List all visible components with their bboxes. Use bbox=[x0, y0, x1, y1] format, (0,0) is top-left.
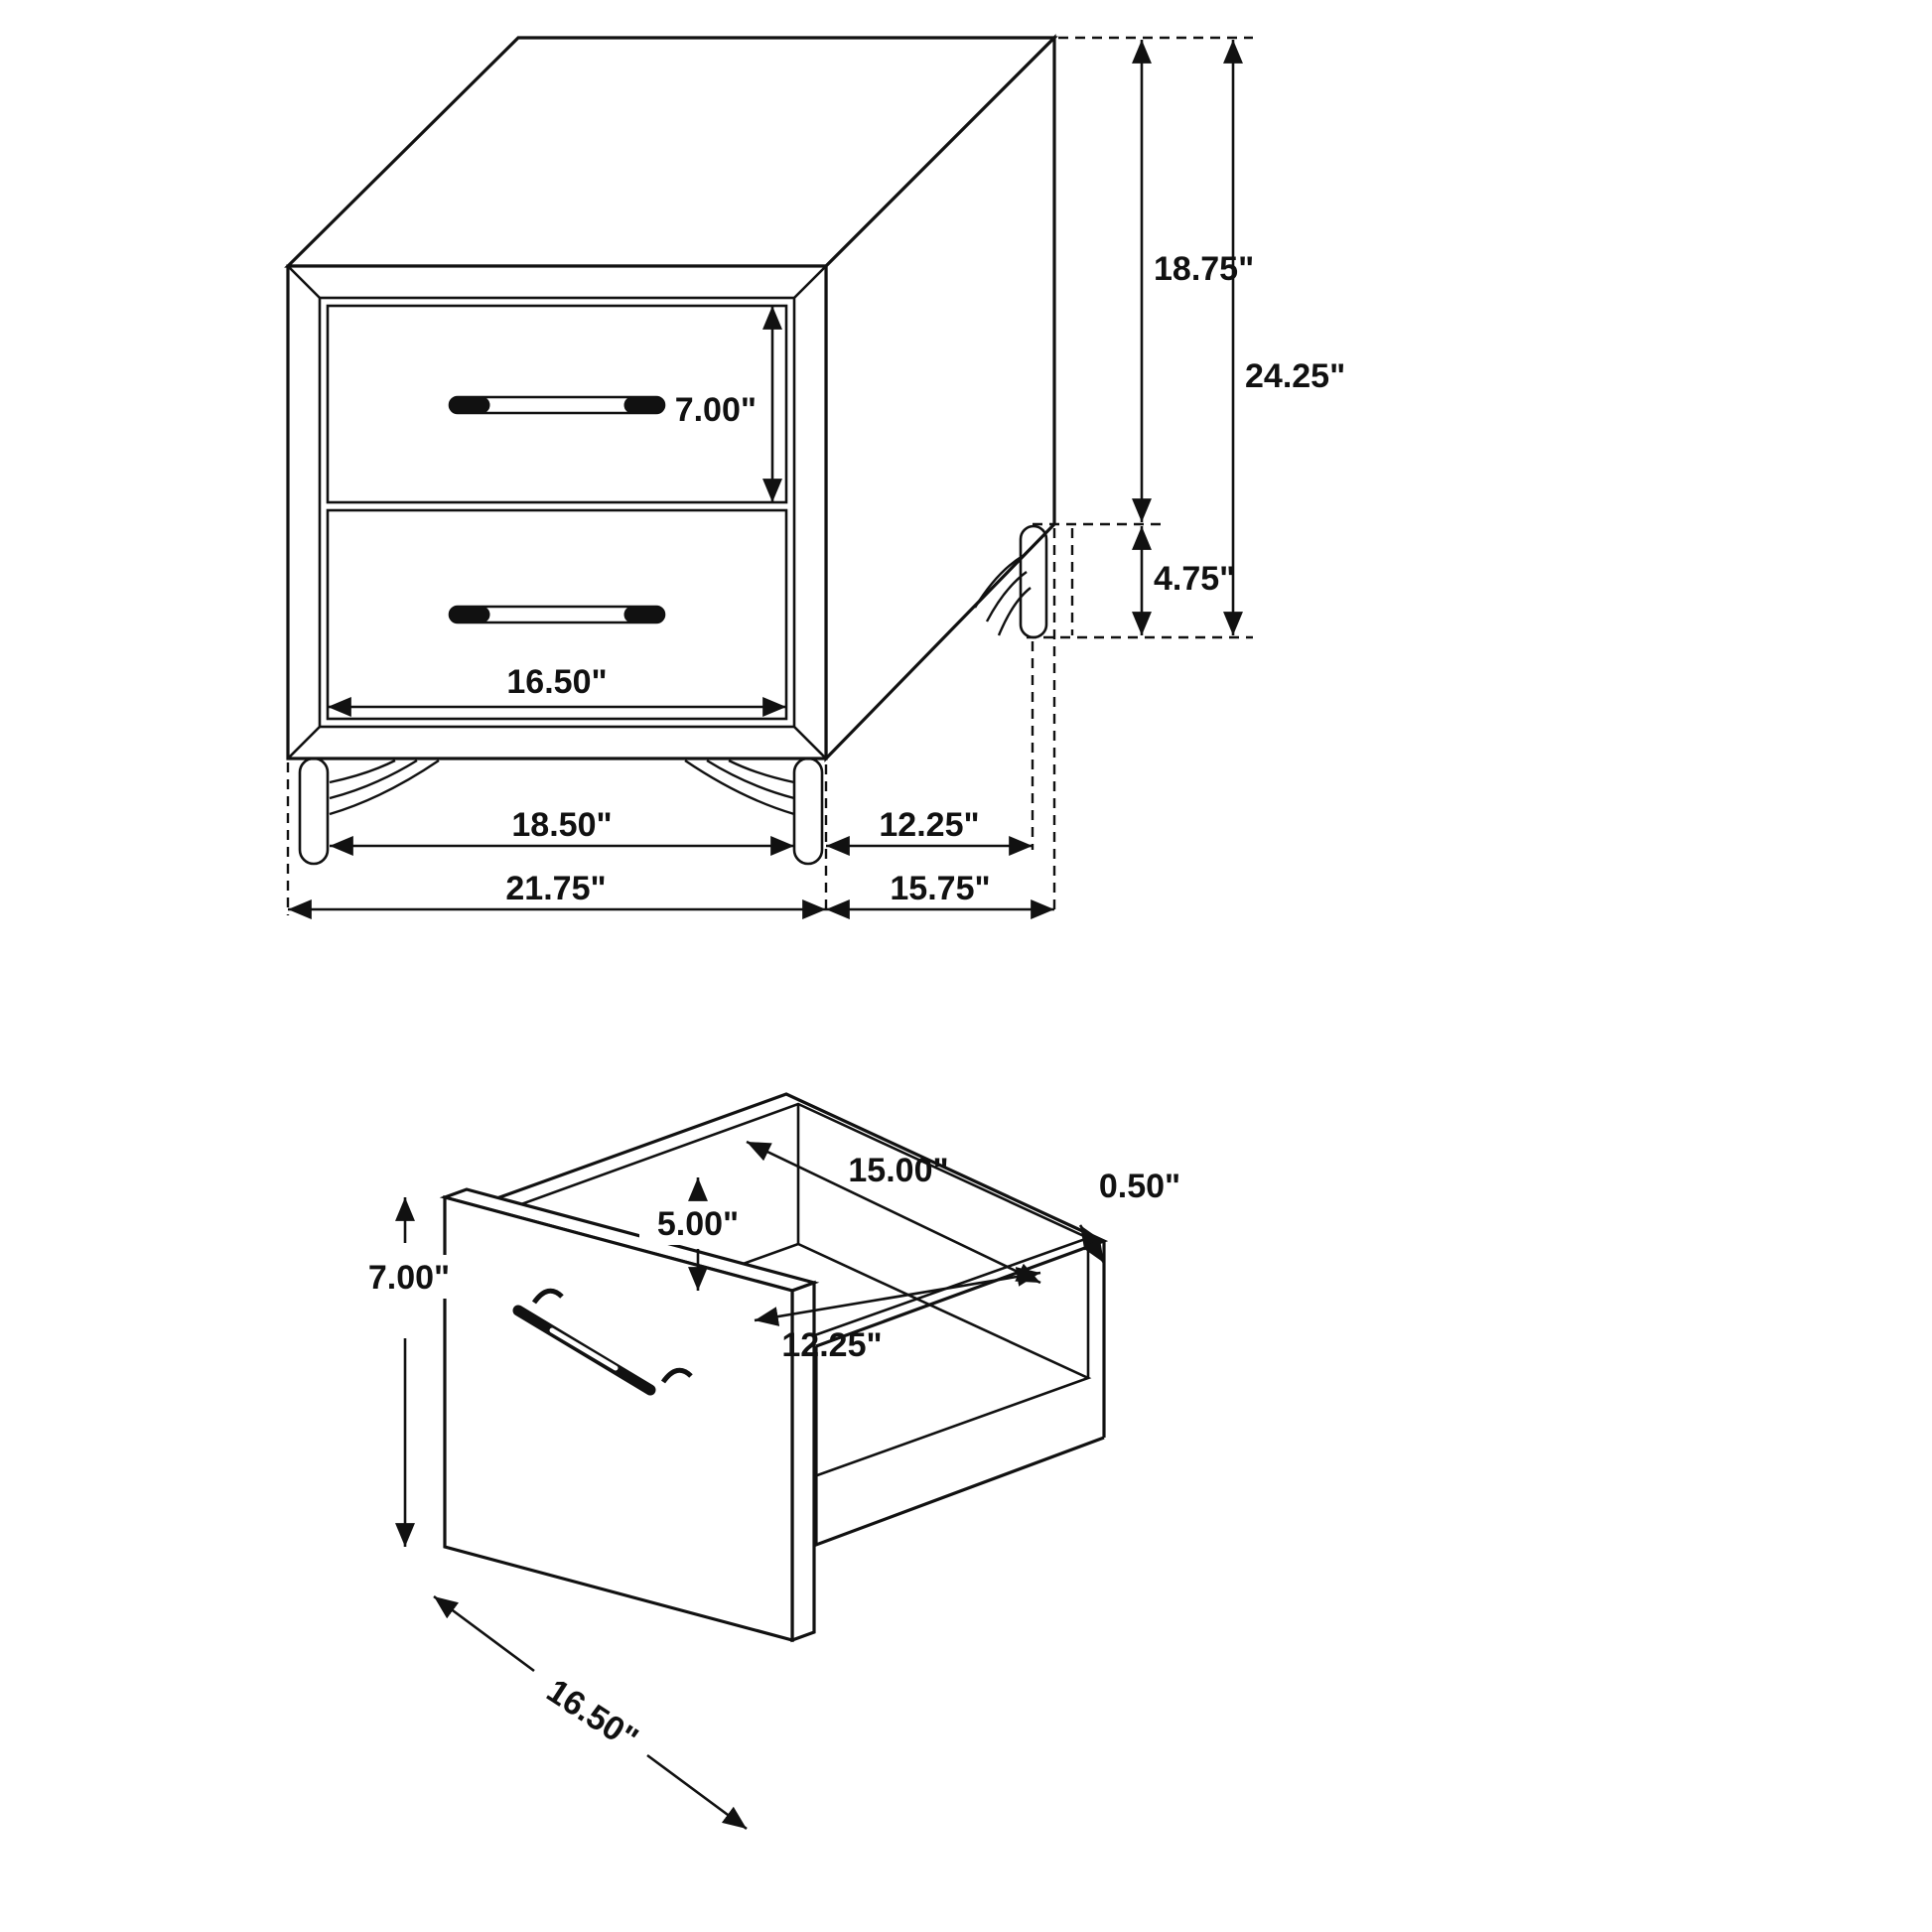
dim-label-front-height: 7.00" bbox=[368, 1259, 450, 1297]
dim-line-side-thickness bbox=[1078, 1224, 1106, 1264]
front-left-leg bbox=[298, 757, 440, 866]
dim-line-front-width-b bbox=[646, 1753, 748, 1831]
dim-line-inner-depth bbox=[754, 1267, 1041, 1326]
panel-front-face bbox=[443, 1194, 794, 1643]
top-drawer-front bbox=[326, 304, 788, 504]
bottom-drawer-handle bbox=[448, 605, 666, 624]
nightstand-front-face bbox=[286, 264, 828, 760]
top-drawer-handle bbox=[448, 395, 666, 415]
dim-label-front-width: 16.50" bbox=[540, 1672, 645, 1758]
dim-label-leg-span-front: 18.50" bbox=[511, 806, 612, 844]
dim-line-inner-width bbox=[746, 1140, 1041, 1285]
dim-label-overall-width: 21.75" bbox=[505, 870, 606, 907]
dim-label-inner-depth: 12.25" bbox=[781, 1326, 882, 1364]
front-right-leg bbox=[684, 757, 824, 866]
dim-label-leg-height: 4.75" bbox=[1154, 560, 1235, 598]
frame-miters bbox=[287, 265, 827, 759]
drawer-outer-edges bbox=[814, 1241, 1106, 1548]
dim-line-front-width-a bbox=[433, 1594, 535, 1673]
dim-label-overall-height: 24.25" bbox=[1245, 357, 1345, 395]
bottom-drawer-front bbox=[326, 508, 788, 721]
dim-label-overall-depth: 15.75" bbox=[890, 870, 990, 907]
dim-label-body-height: 18.75" bbox=[1154, 250, 1254, 288]
front-frame bbox=[318, 296, 796, 729]
dim-label-drawer-width: 16.50" bbox=[506, 663, 607, 701]
label-mask bbox=[639, 1203, 757, 1245]
label-mask bbox=[351, 1255, 467, 1299]
dim-label-leg-span-side: 12.25" bbox=[879, 806, 979, 844]
dim-label-side-thickness: 0.50" bbox=[1099, 1168, 1180, 1205]
drawer-figure: 7.00" 5.00" 15.00" 12.25" 0.50" 16.50" bbox=[351, 1092, 1180, 1831]
drawer-handle bbox=[512, 1288, 693, 1396]
dim-label-inner-width: 15.00" bbox=[848, 1152, 948, 1189]
nightstand-body bbox=[284, 34, 1058, 866]
nightstand-figure: 7.00" 16.50" 18.50" 12.25" 21.75" 15.75"… bbox=[284, 34, 1345, 919]
dim-label-drawer-height: 7.00" bbox=[675, 391, 757, 429]
nightstand-dimensions: 7.00" 16.50" 18.50" 12.25" 21.75" 15.75"… bbox=[286, 36, 1345, 919]
dim-label-inner-height: 5.00" bbox=[657, 1205, 739, 1243]
